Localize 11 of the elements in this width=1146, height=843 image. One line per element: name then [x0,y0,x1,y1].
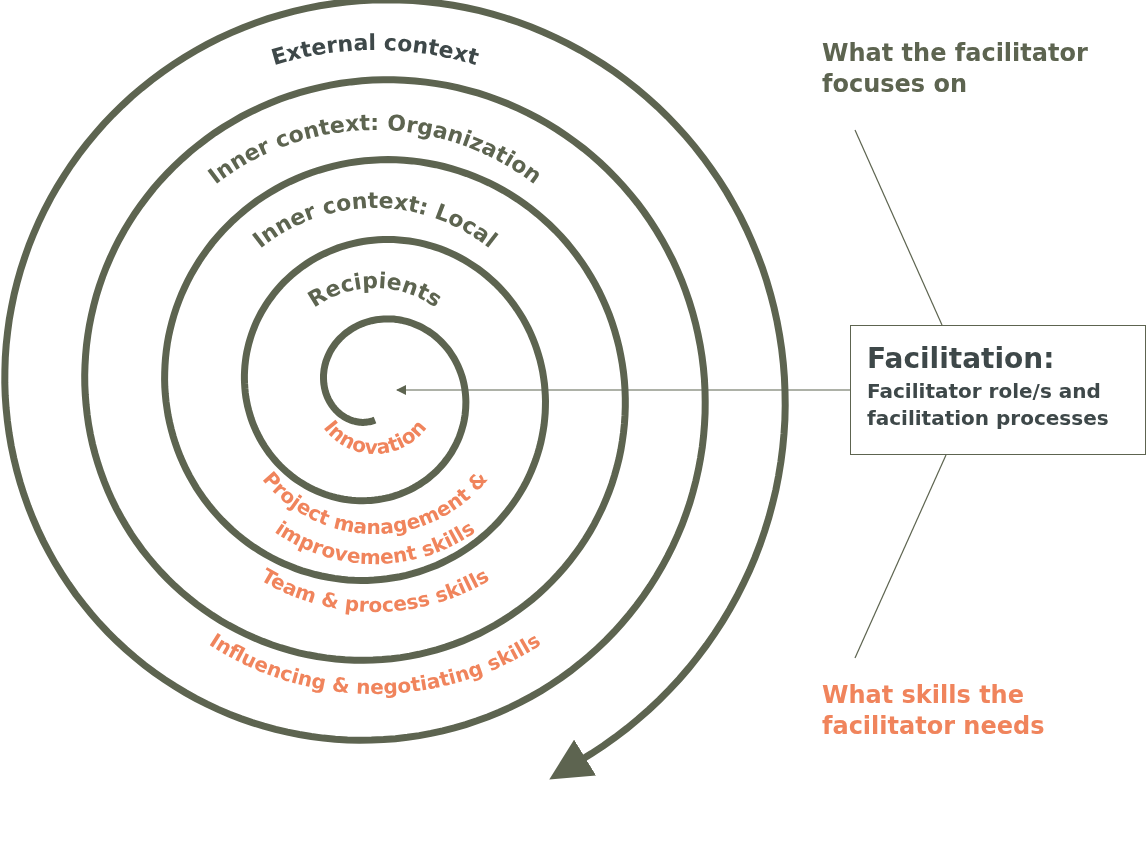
spiral-label: External context [268,30,482,71]
box-text: Facilitator role/s and facilitation processes [867,377,1110,432]
annotation-text: What skills the facilitator needs [822,680,1046,743]
connector-line [854,454,947,659]
facilitation-box [850,325,1146,455]
connector-line [854,129,943,326]
box-heading: Facilitation: [867,341,1056,377]
arrow [396,385,851,395]
annotation-text: What the facilitator focuses on [822,38,1089,101]
spiral-label: Recipients [303,267,447,313]
spiral-label: Innovation [319,414,431,460]
